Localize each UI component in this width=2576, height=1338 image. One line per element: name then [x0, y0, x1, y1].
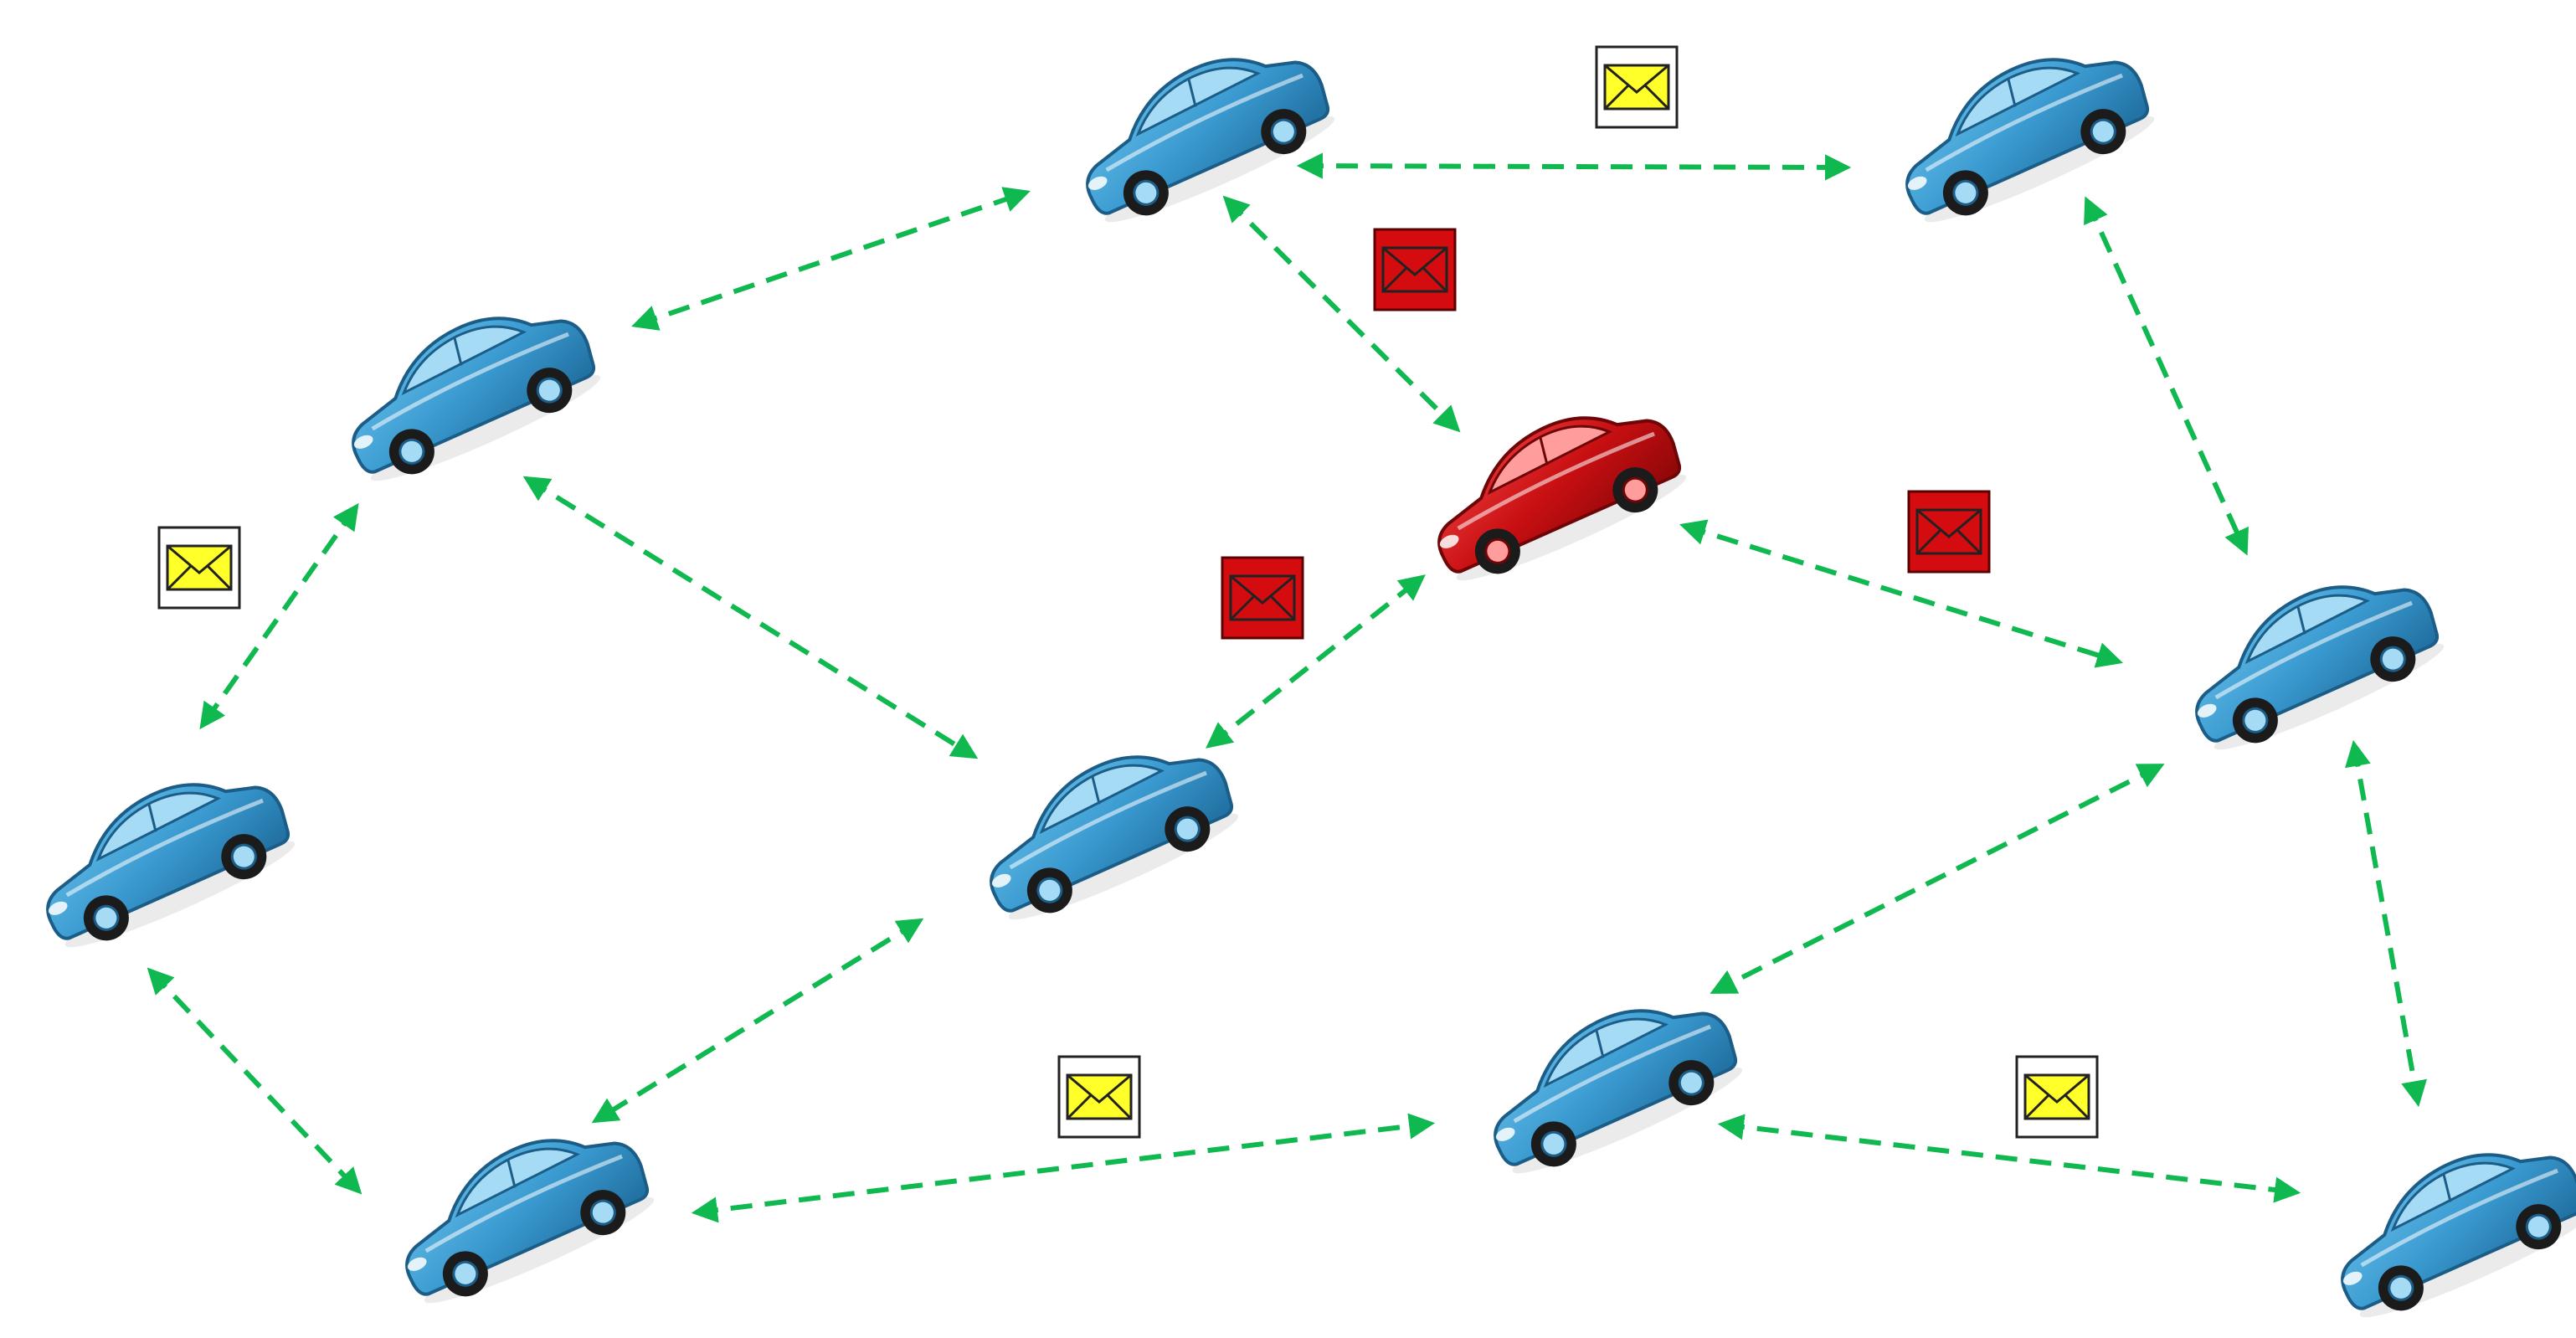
link-car-bottom-middle-to-car-bottom-right [1717, 1114, 2301, 1203]
msg-malicious-left-malicious-envelope-icon [1221, 556, 1304, 640]
msg-bottom-left-envelope-icon [1057, 1055, 1141, 1139]
msg-malicious-top-malicious-envelope-icon [1373, 228, 1457, 311]
link-car-top-middle-to-car-center-malicious [1222, 195, 1461, 433]
msg-bottom-right-envelope-icon [2015, 1055, 2099, 1139]
car-center-car-icon [990, 755, 1239, 920]
link-car-top-middle-to-car-top-right [1296, 152, 1852, 181]
link-car-center-to-car-center-malicious [1206, 574, 1426, 749]
link-car-bottom-left-to-car-bottom-middle [691, 1113, 1436, 1223]
link-car-upper-left-to-car-far-left [199, 502, 359, 730]
link-car-center-to-car-bottom-left [591, 918, 924, 1124]
msg-malicious-right-malicious-envelope-icon [1907, 490, 1991, 574]
link-car-right-to-car-bottom-right [2345, 739, 2427, 1108]
link-car-upper-left-to-car-top-middle [631, 187, 1031, 331]
links-layer [147, 152, 2427, 1223]
car-upper-left-car-icon [352, 316, 601, 481]
car-far-left-car-icon [46, 783, 296, 948]
car-bottom-middle-car-icon [1494, 1009, 1743, 1174]
vehicles-layer [46, 58, 2576, 1318]
car-top-middle-car-icon [1086, 58, 1335, 223]
car-center-malicious-malicious-car-icon [1437, 416, 1687, 581]
link-car-upper-left-to-car-center [522, 476, 979, 759]
car-top-right-car-icon [1905, 58, 2155, 223]
link-car-far-left-to-car-bottom-left [147, 967, 362, 1195]
car-bottom-left-car-icon [405, 1139, 655, 1304]
car-bottom-right-car-icon [2341, 1153, 2576, 1318]
msg-top-envelope-icon [1595, 45, 1679, 129]
link-car-center-malicious-to-car-right [1679, 519, 2123, 668]
car-right-car-icon [2195, 585, 2445, 750]
messages-layer [157, 45, 2099, 1139]
link-car-right-to-car-bottom-middle [1710, 764, 2165, 994]
link-car-top-right-to-car-right [2084, 196, 2249, 556]
msg-left-envelope-icon [157, 526, 241, 610]
